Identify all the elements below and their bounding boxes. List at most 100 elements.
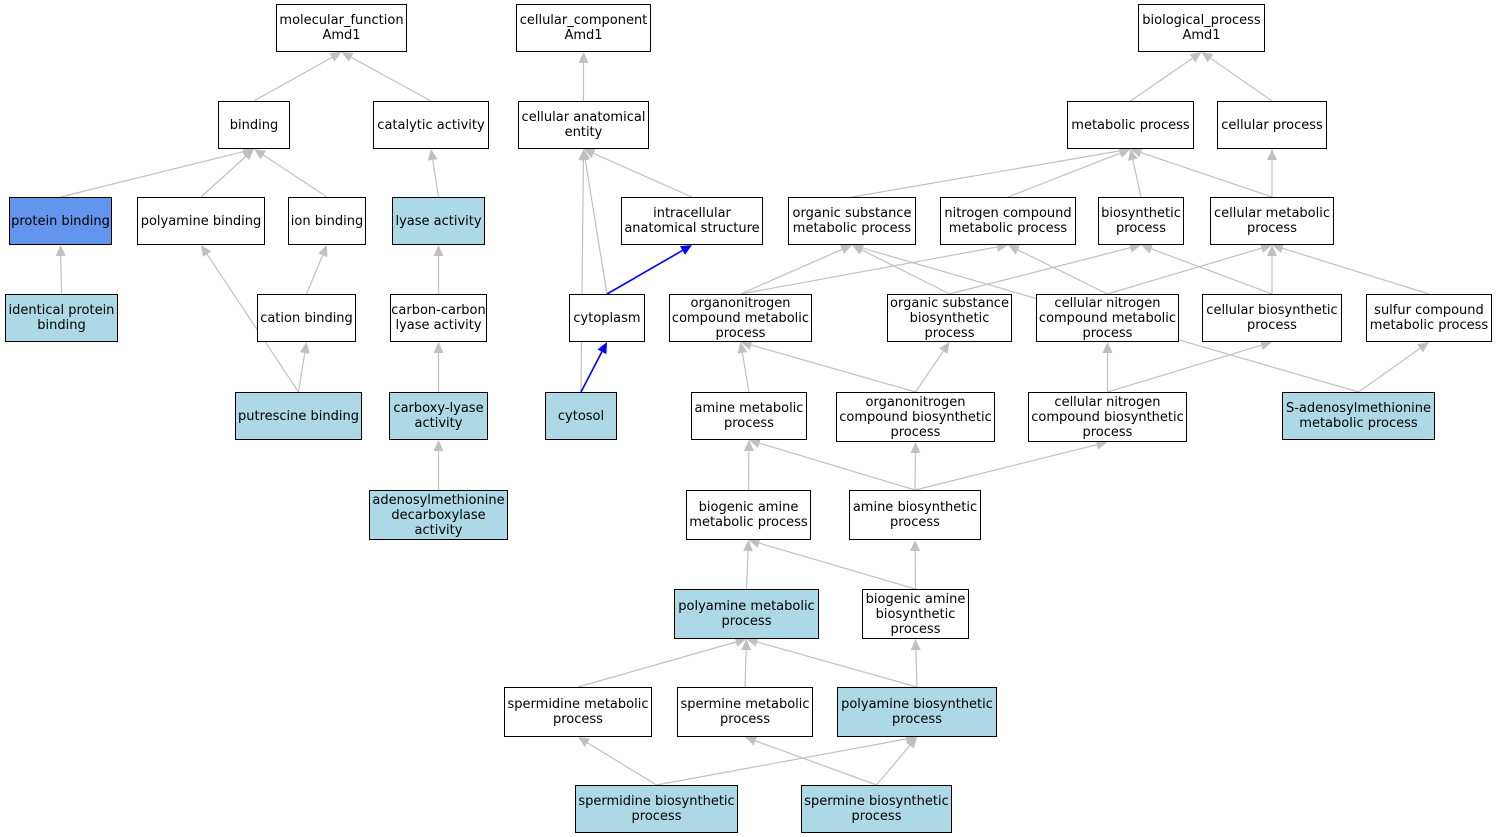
go-term-label: cellular anatomical entity (521, 110, 646, 140)
edge-arrowhead (737, 342, 748, 354)
go-term-label: S-adenosylmethionine metabolic process (1285, 401, 1432, 431)
go-term-label: biogenic amine metabolic process (689, 500, 808, 530)
edge-is-a (745, 550, 749, 590)
edge-arrowhead (1201, 52, 1214, 63)
go-term-cellular[interactable]: cellular process (1217, 101, 1327, 149)
go-term-ias[interactable]: intracellular anatomical structure (621, 197, 763, 245)
edge-is-a (584, 159, 608, 295)
go-term-label: identical protein binding (8, 303, 115, 333)
edge-arrowhead (743, 540, 754, 552)
go-term-binding[interactable]: binding (218, 101, 290, 149)
go-term-ncmp[interactable]: nitrogen compound metabolic process (940, 197, 1076, 245)
edge-arrowhead (329, 52, 342, 62)
go-term-carboxy-lyase[interactable]: carboxy-lyase activity (389, 392, 488, 440)
go-term-label: cellular metabolic process (1214, 206, 1330, 236)
edge-arrowhead (578, 149, 589, 161)
go-term-sdmp[interactable]: spermidine metabolic process (504, 687, 652, 737)
go-term-sdbp[interactable]: spermidine biosynthetic process (575, 785, 738, 833)
edge-arrowhead (55, 245, 66, 257)
go-term-catalytic[interactable]: catalytic activity (373, 101, 489, 149)
go-term-cbp[interactable]: cellular biosynthetic process (1202, 294, 1342, 342)
go-term-sbp[interactable]: spermine biosynthetic process (801, 785, 952, 833)
go-term-cncbp[interactable]: cellular nitrogen compound biosynthetic … (1028, 392, 1187, 442)
edge-is-a (915, 350, 944, 393)
go-term-amp[interactable]: amine metabolic process (691, 392, 807, 440)
edge-part-of (606, 249, 683, 295)
edge-arrowhead (746, 637, 759, 647)
edge-is-a (253, 56, 333, 102)
go-term-cc-lyase[interactable]: carbon-carbon lyase activity (390, 294, 487, 342)
go-term-label: cellular process (1221, 117, 1323, 133)
go-term-putrescine-binding[interactable]: putrescine binding (235, 392, 362, 440)
edge-arrowhead (1008, 245, 1021, 255)
go-term-pabp[interactable]: polyamine biosynthetic process (837, 687, 997, 737)
edge-is-a (915, 649, 918, 688)
go-term-label: organonitrogen compound metabolic proces… (671, 295, 810, 341)
go-term-cytoplasm[interactable]: cytoplasm (569, 294, 645, 342)
edge-is-a (1140, 151, 1273, 198)
go-term-polyamine-binding[interactable]: polyamine binding (137, 197, 265, 245)
edge-arrowhead (433, 245, 444, 256)
edge-arrowhead (906, 737, 917, 749)
edge-arrowhead (745, 736, 758, 746)
go-term-abp[interactable]: amine biosynthetic process (849, 490, 981, 540)
go-term-cc-root[interactable]: cellular_component Amd1 (516, 4, 651, 52)
edge-arrowhead (433, 440, 444, 451)
go-term-ion-binding[interactable]: ion binding (288, 197, 366, 245)
edge-arrowhead (748, 538, 761, 548)
go-term-lyase[interactable]: lyase activity (392, 197, 485, 245)
edge-is-a (851, 150, 1120, 198)
go-term-pamp[interactable]: polyamine metabolic process (674, 589, 819, 639)
go-term-label: spermidine metabolic process (507, 697, 649, 727)
go-term-cae[interactable]: cellular anatomical entity (518, 101, 649, 149)
go-term-identical-protein[interactable]: identical protein binding (5, 294, 118, 342)
go-term-cmp[interactable]: cellular metabolic process (1210, 197, 1334, 245)
edge-is-a (949, 247, 1131, 295)
go-term-label: polyamine metabolic process (678, 599, 815, 629)
go-term-bp-root[interactable]: biological_process Amd1 (1138, 4, 1265, 52)
go-term-smp[interactable]: spermine metabolic process (677, 687, 813, 737)
go-term-label: cytosol (557, 408, 605, 424)
edge-part-of (580, 351, 603, 393)
go-term-adomet-decarb[interactable]: adenosylmethionine decarboxylase activit… (369, 490, 508, 540)
edge-is-a (1107, 344, 1262, 393)
edge-is-a (587, 742, 657, 786)
go-term-label: cation binding (260, 310, 353, 326)
go-term-cncmp[interactable]: cellular nitrogen compound metabolic pro… (1036, 294, 1179, 342)
go-term-cytosol[interactable]: cytosol (545, 392, 617, 440)
go-term-label: cellular nitrogen compound metabolic pro… (1038, 295, 1177, 341)
edge-arrowhead (1272, 243, 1284, 254)
edge-is-a (1130, 57, 1193, 102)
go-term-label: molecular_function Amd1 (279, 13, 404, 43)
edge-arrowhead (749, 438, 761, 448)
edge-arrowhead (1260, 340, 1272, 350)
edge-arrowhead (578, 52, 589, 63)
edge-arrowhead (1260, 243, 1272, 253)
go-term-mf-root[interactable]: molecular_function Amd1 (276, 4, 407, 52)
go-term-label: organonitrogen compound biosynthetic pro… (839, 394, 992, 440)
go-term-osbp[interactable]: organic substance biosynthetic process (887, 294, 1012, 342)
go-term-protein-binding[interactable]: protein binding (9, 197, 112, 245)
edge-arrowhead (201, 245, 212, 257)
go-term-osmp[interactable]: organic substance metabolic process (788, 197, 916, 245)
edge-is-a (1007, 152, 1121, 198)
go-term-label: cellular_component Amd1 (519, 13, 648, 43)
go-term-scmp[interactable]: sulfur compound metabolic process (1366, 294, 1492, 342)
go-term-samp[interactable]: S-adenosylmethionine metabolic process (1282, 392, 1435, 440)
edge-arrowhead (318, 245, 328, 258)
go-term-bamp[interactable]: biogenic amine metabolic process (686, 490, 811, 540)
go-term-cation-binding[interactable]: cation binding (257, 294, 356, 342)
go-term-oncbp[interactable]: organonitrogen compound biosynthetic pro… (836, 392, 995, 442)
go-term-babp[interactable]: biogenic amine biosynthetic process (862, 589, 969, 639)
go-term-label: intracellular anatomical structure (624, 206, 760, 236)
edge-is-a (741, 352, 750, 393)
go-term-metabolic[interactable]: metabolic process (1067, 101, 1194, 149)
go-term-biosynthetic[interactable]: biosynthetic process (1098, 197, 1184, 245)
go-term-oncmp[interactable]: organonitrogen compound metabolic proces… (669, 294, 812, 342)
edge-is-a (262, 154, 328, 198)
edge-is-a (593, 152, 693, 198)
edge-is-a (1151, 248, 1273, 295)
edge-arrowhead (939, 342, 950, 354)
